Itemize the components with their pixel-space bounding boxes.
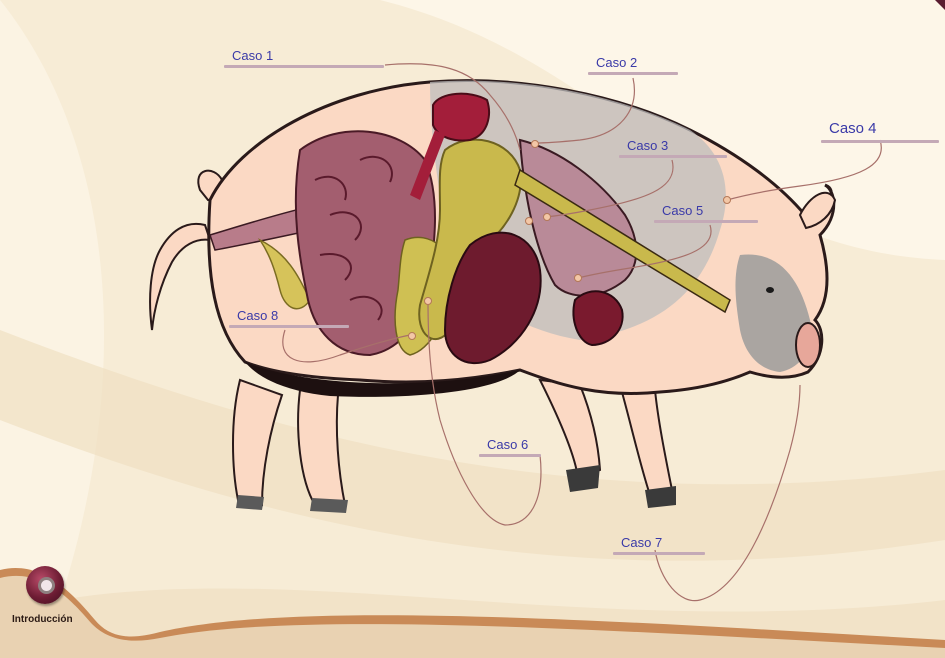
label-caso-7-text: Caso 7 <box>621 535 662 550</box>
label-caso-1[interactable]: Caso 1 <box>232 49 273 63</box>
label-caso-2-text: Caso 2 <box>596 55 637 70</box>
leader-line-caso-2 <box>535 78 634 143</box>
hotspot-caso-2[interactable] <box>531 140 539 148</box>
label-caso-5[interactable]: Caso 5 <box>662 204 703 218</box>
label-caso-5-underline <box>654 220 758 223</box>
label-caso-4-text: Caso 4 <box>829 120 877 137</box>
label-caso-2[interactable]: Caso 2 <box>596 56 637 70</box>
leader-line-caso-6 <box>428 300 541 525</box>
hotspot-caso-3[interactable] <box>543 213 551 221</box>
introduccion-button[interactable]: Introducción <box>12 566 82 632</box>
label-caso-7-underline <box>613 552 705 555</box>
leader-line-caso-3 <box>546 160 673 217</box>
label-caso-3-text: Caso 3 <box>627 138 668 153</box>
label-caso-6-text: Caso 6 <box>487 437 528 452</box>
leader-line-caso-5 <box>578 225 711 278</box>
label-caso-2-underline <box>588 72 678 75</box>
label-caso-3-underline <box>619 155 727 158</box>
leader-line-caso-1 <box>385 64 520 150</box>
label-caso-1-text: Caso 1 <box>232 48 273 63</box>
leader-line-caso-4 <box>727 140 881 200</box>
label-caso-8-text: Caso 8 <box>237 308 278 323</box>
label-caso-5-text: Caso 5 <box>662 203 703 218</box>
leader-line-caso-8 <box>283 330 410 362</box>
label-caso-8-underline <box>229 325 349 328</box>
hotspot-caso-8[interactable] <box>408 332 416 340</box>
hotspot-caso-4[interactable] <box>723 196 731 204</box>
hotspot-caso-5[interactable] <box>574 274 582 282</box>
label-caso-4-underline <box>821 140 939 143</box>
hotspot-caso-1[interactable] <box>525 217 533 225</box>
label-caso-1-underline <box>224 65 384 68</box>
label-caso-6-underline <box>479 454 541 457</box>
corner-marker <box>935 0 945 10</box>
introduccion-label: Introducción <box>12 614 73 625</box>
label-caso-8[interactable]: Caso 8 <box>237 309 278 323</box>
label-caso-7[interactable]: Caso 7 <box>621 536 662 550</box>
hotspot-caso-6[interactable] <box>424 297 432 305</box>
label-caso-4[interactable]: Caso 4 <box>829 122 877 136</box>
disc-icon <box>26 566 64 604</box>
label-caso-6[interactable]: Caso 6 <box>487 438 528 452</box>
label-caso-3[interactable]: Caso 3 <box>627 139 668 153</box>
leader-line-caso-7 <box>655 385 800 601</box>
